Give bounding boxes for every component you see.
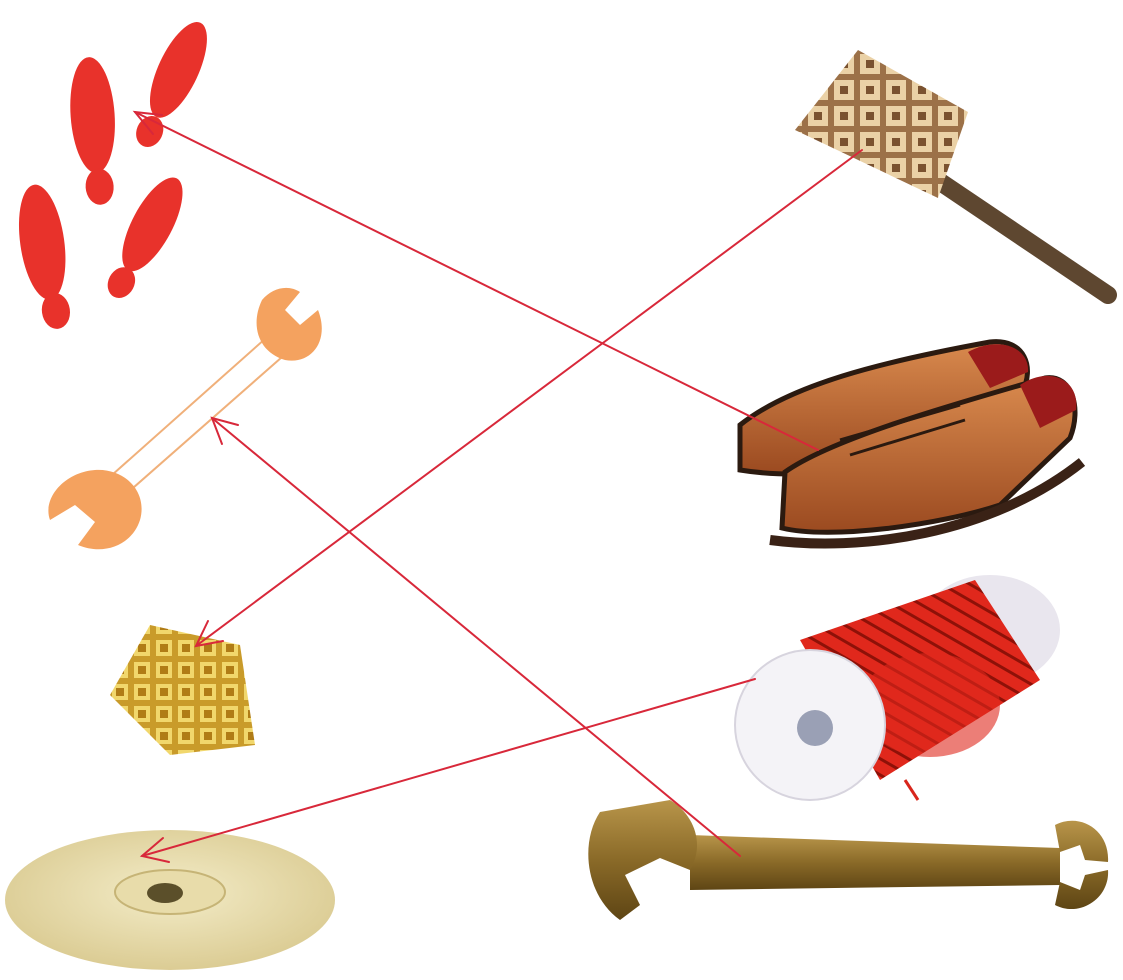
red-thread-spool-icon [735,575,1060,800]
arrow-stamp-to-print [196,150,862,646]
spool-end-disc-icon [5,830,335,970]
brown-shoes-icon [740,342,1082,544]
wrench-outline-icon [48,288,321,549]
arrow-wrench-to-outline [212,418,740,856]
red-footprints-icon [12,14,218,332]
meat-tenderizer-stamp-icon [795,50,1108,295]
metal-wrench-icon [588,800,1108,920]
waffle-print-icon [110,625,255,755]
arrow-shoes-to-footprints [135,112,818,450]
